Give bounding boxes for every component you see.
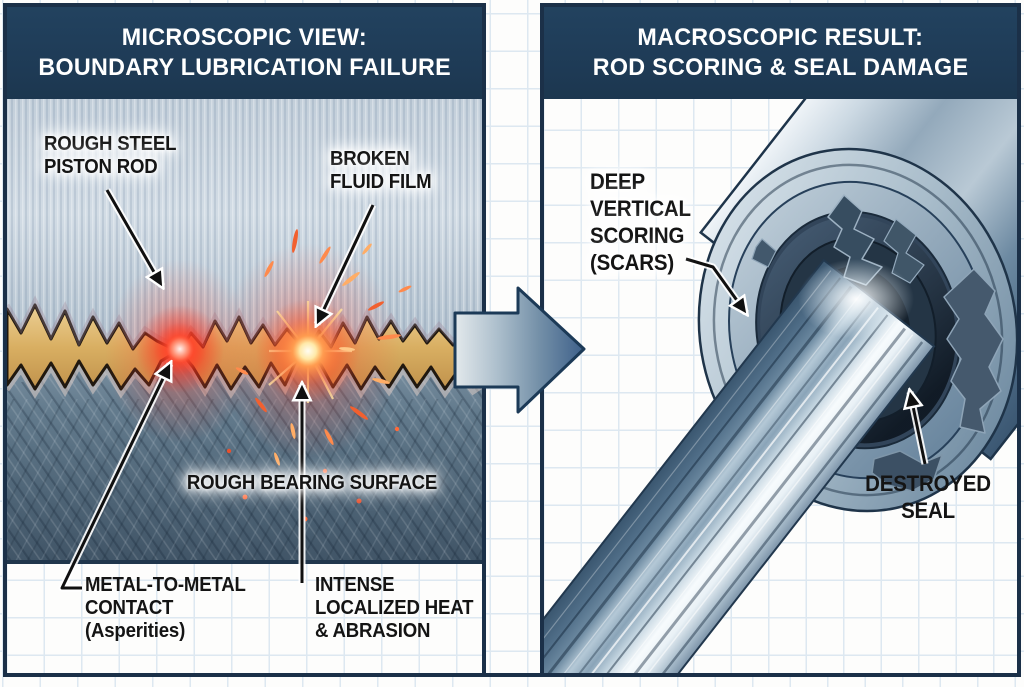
left-title-band: MICROSCOPIC VIEW: BOUNDARY LUBRICATION F… (7, 7, 482, 99)
callout-line: METAL-TO-METAL (85, 574, 246, 596)
callout-line: VERTICAL (590, 196, 691, 221)
right-title-line2: ROD SCORING & SEAL DAMAGE (592, 54, 969, 81)
macroscopic-illustration (544, 99, 1017, 673)
scoring-lines (544, 270, 924, 673)
callout-metal-to-metal-contact: METAL-TO-METAL CONTACT (Asperities) (85, 574, 246, 643)
scored-piston-rod (544, 258, 936, 673)
callout-line: SEAL (901, 498, 955, 523)
callout-line: (Asperities) (85, 620, 186, 642)
left-title-line2: BOUNDARY LUBRICATION FAILURE (38, 54, 451, 81)
callout-line: PISTON ROD (44, 156, 158, 178)
right-title-line1: MACROSCOPIC RESULT: (637, 24, 924, 51)
callout-line: DEEP (590, 169, 645, 194)
callout-intense-localized-heat: INTENSE LOCALIZED HEAT & ABRASION (315, 574, 473, 643)
bottom-frame-line (486, 673, 540, 677)
callout-destroyed-seal: DESTROYED SEAL (854, 470, 1003, 524)
callout-line: CONTACT (85, 597, 174, 619)
callout-line: FLUID FILM (330, 171, 432, 193)
callout-line: LOCALIZED HEAT (315, 597, 474, 619)
callout-line: BROKEN (330, 148, 410, 170)
left-title-line1: MICROSCOPIC VIEW: (121, 24, 368, 51)
callout-line: INTENSE (315, 574, 395, 596)
hot-spot-core (293, 336, 323, 366)
callout-line: SCORING (590, 223, 685, 248)
panel-macroscopic: MACROSCOPIC RESULT: ROD SCORING & SEAL D… (540, 3, 1021, 677)
seal-junction-highlight (798, 259, 914, 339)
callout-line: DESTROYED (865, 471, 991, 496)
right-title-band: MACROSCOPIC RESULT: ROD SCORING & SEAL D… (544, 7, 1017, 99)
hot-spot-core (166, 335, 194, 363)
callout-line: & ABRASION (315, 620, 431, 642)
callout-rough-bearing-surface: ROUGH BEARING SURFACE (173, 472, 452, 495)
callout-line: ROUGH BEARING SURFACE (186, 472, 438, 494)
callout-line: ROUGH STEEL (44, 133, 177, 155)
callout-deep-vertical-scoring: DEEP VERTICAL SCORING (SCARS) (590, 168, 691, 276)
callout-line: (SCARS) (590, 250, 674, 275)
callout-broken-fluid-film: BROKEN FLUID FILM (330, 148, 432, 194)
callout-rough-steel-piston-rod: ROUGH STEEL PISTON ROD (44, 133, 176, 179)
